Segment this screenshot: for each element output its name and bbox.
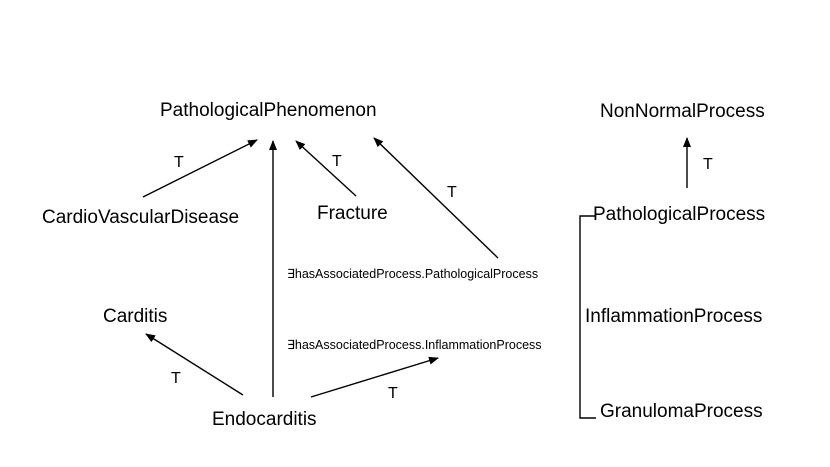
node-endocarditis: Endocarditis (212, 409, 317, 430)
edge-endocarditis-to-carditis (145, 333, 244, 396)
node-nonnormalprocess: NonNormalProcess (600, 101, 765, 122)
role-hasassociatedprocess-inflammationprocess: ∃hasAssociatedProcess.InflammationProces… (287, 338, 542, 352)
node-inflammationprocess: InflammationProcess (585, 306, 762, 327)
edge-label-endo-to-carditis: T (171, 370, 181, 387)
edge-label-pathproc-to-nonnormal: T (703, 156, 713, 173)
edge-endocarditis-to-inflammation-role (310, 356, 439, 398)
edge-label-cvd-to-pp: T (174, 154, 184, 171)
edge-role-pathological-to-pathologicalphenomenon (373, 137, 499, 259)
edge-label-endo-to-inflamm-role: T (388, 385, 398, 402)
node-fracture: Fracture (317, 203, 388, 224)
node-cardiovasculardisease: CardioVascularDisease (42, 207, 239, 228)
edge-label-fracture-to-pp: T (332, 153, 342, 170)
edge-label-assoc-to-pp: T (447, 184, 457, 201)
edge-fracture-to-pathologicalphenomenon (295, 140, 357, 197)
node-carditis: Carditis (103, 306, 167, 327)
node-granulomaprocess: GranulomaProcess (600, 401, 763, 422)
node-pathologicalprocess: PathologicalProcess (593, 204, 765, 225)
node-pathologicalphenomenon: PathologicalPhenomenon (160, 100, 377, 121)
role-hasassociatedprocess-pathologicalprocess: ∃hasAssociatedProcess.PathologicalProces… (287, 267, 538, 281)
bracket-process-group (579, 215, 596, 419)
edge-cardiovasculardisease-to-pathologicalphenomenon (142, 139, 258, 198)
